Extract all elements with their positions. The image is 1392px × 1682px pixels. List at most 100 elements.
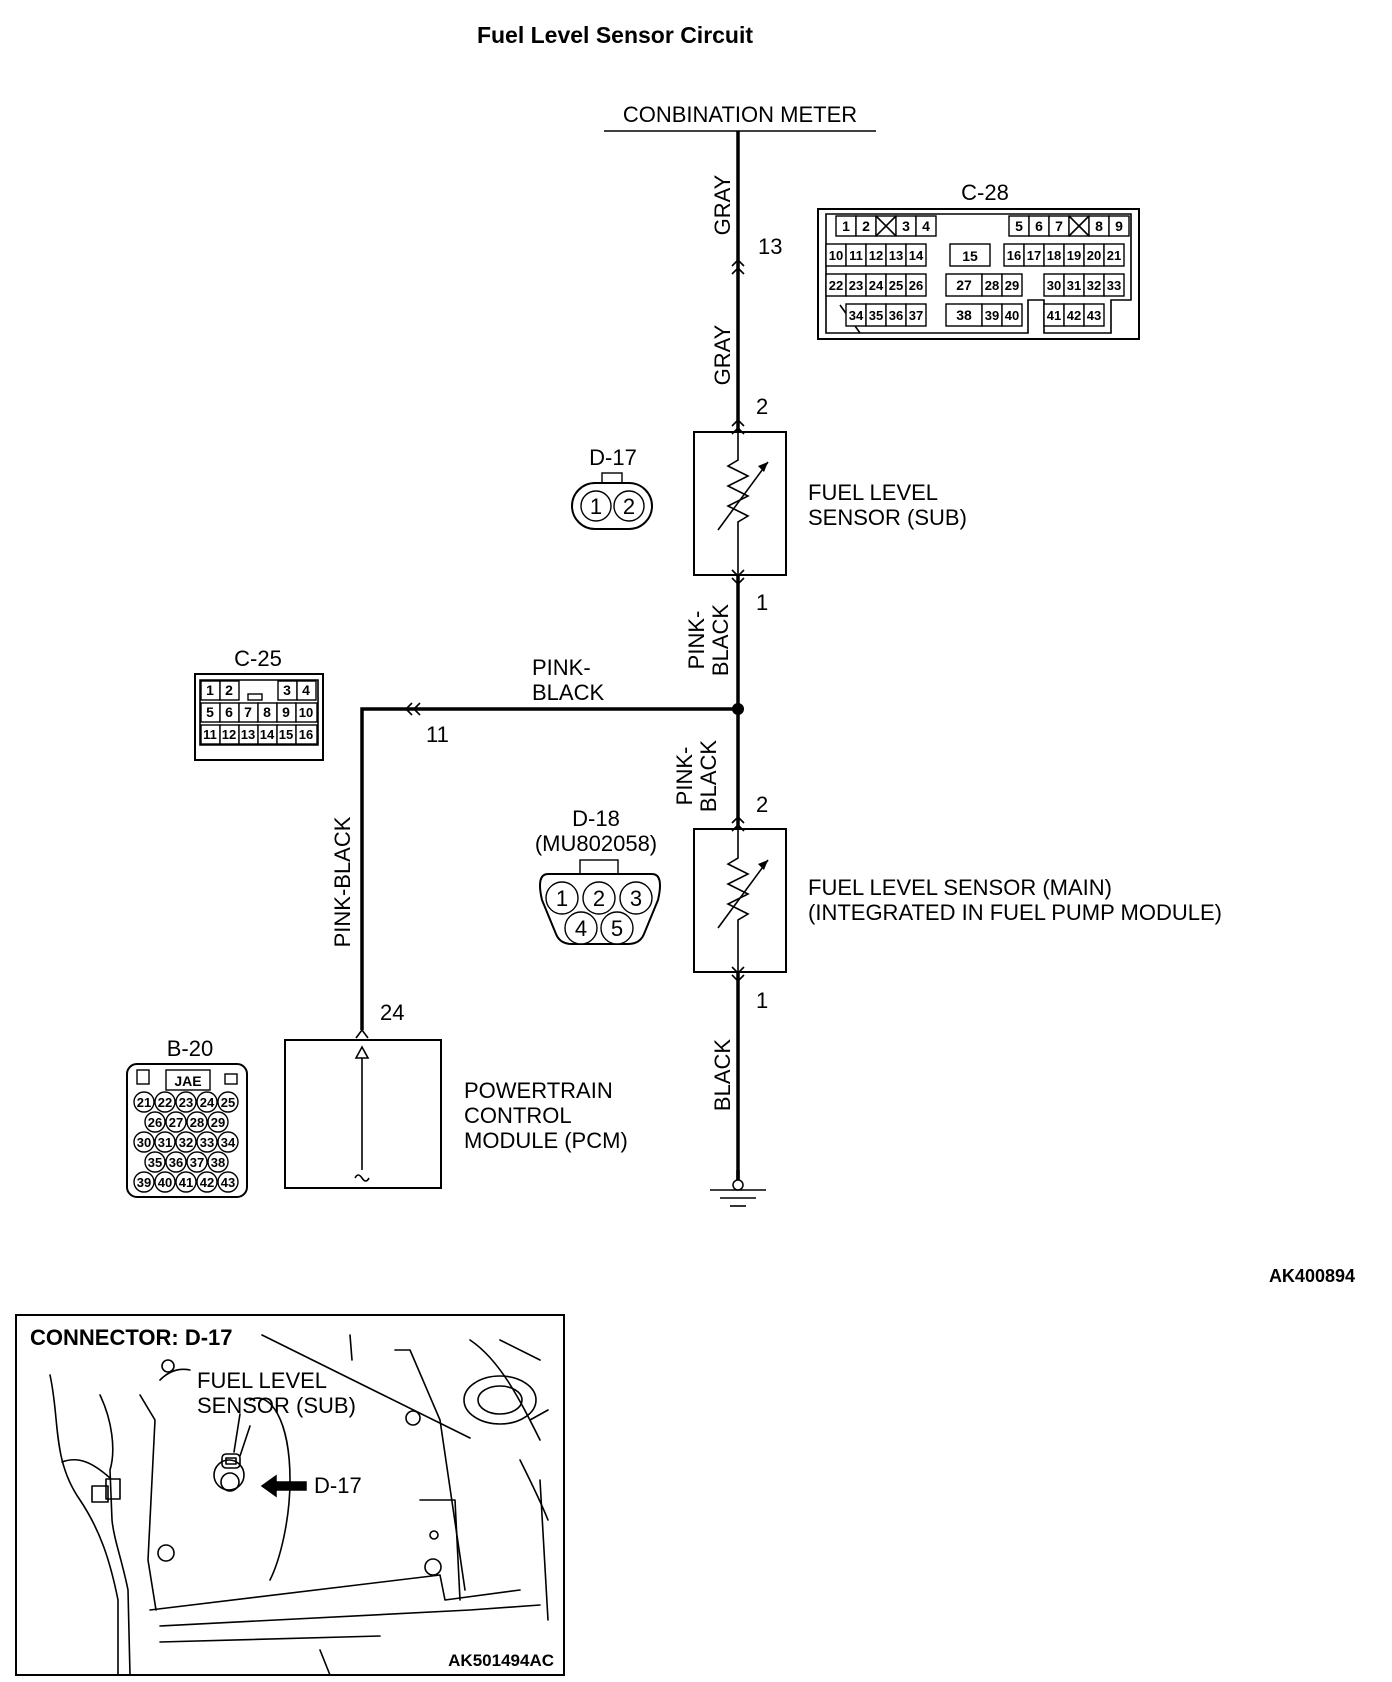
svg-text:6: 6 — [1035, 218, 1043, 234]
svg-text:41: 41 — [179, 1175, 193, 1190]
svg-text:4: 4 — [922, 218, 930, 234]
svg-text:5: 5 — [611, 916, 623, 941]
svg-text:31: 31 — [1067, 278, 1081, 293]
svg-text:30: 30 — [1047, 278, 1061, 293]
main-pin-2-label: 2 — [756, 792, 768, 817]
svg-text:14: 14 — [260, 727, 275, 742]
svg-text:33: 33 — [1107, 278, 1121, 293]
svg-text:3: 3 — [630, 886, 642, 911]
chevron-icon — [412, 702, 421, 716]
chevron-icon — [731, 966, 745, 975]
chevron-icon — [731, 974, 745, 983]
svg-text:5: 5 — [206, 704, 214, 720]
svg-text:8: 8 — [1095, 218, 1103, 234]
fuel-level-sensor-main-line2: (INTEGRATED IN FUEL PUMP MODULE) — [808, 900, 1222, 925]
svg-text:10: 10 — [299, 705, 313, 720]
resistor-icon — [726, 829, 750, 972]
chevron-icon — [731, 577, 745, 586]
connector-d18: D-18 (MU802058) 1 2 3 4 5 — [535, 806, 661, 945]
wire-label-gray-top: GRAY — [710, 174, 735, 235]
wire-label-pink-black-2b: BLACK — [696, 740, 721, 812]
svg-text:10: 10 — [829, 248, 843, 263]
svg-text:12: 12 — [222, 727, 236, 742]
svg-text:4: 4 — [302, 682, 310, 698]
svg-text:15: 15 — [962, 248, 978, 264]
svg-text:25: 25 — [889, 278, 903, 293]
svg-text:41: 41 — [1047, 308, 1061, 323]
svg-text:2: 2 — [225, 682, 233, 698]
svg-text:6: 6 — [225, 704, 233, 720]
svg-text:37: 37 — [190, 1155, 204, 1170]
svg-text:43: 43 — [221, 1175, 235, 1190]
svg-text:21: 21 — [1107, 248, 1121, 263]
wire-pink-black-branch — [360, 707, 738, 1030]
svg-text:11: 11 — [203, 727, 217, 742]
svg-text:24: 24 — [869, 278, 884, 293]
connector-d17: D-17 1 2 — [571, 445, 653, 530]
svg-text:31: 31 — [158, 1135, 172, 1150]
svg-text:27: 27 — [956, 277, 972, 293]
inset-label-line1: FUEL LEVEL — [197, 1368, 327, 1393]
svg-text:20: 20 — [1087, 248, 1101, 263]
svg-text:29: 29 — [211, 1115, 225, 1130]
svg-text:34: 34 — [221, 1135, 236, 1150]
svg-text:9: 9 — [1115, 218, 1123, 234]
svg-text:7: 7 — [1055, 218, 1063, 234]
svg-text:1: 1 — [206, 682, 214, 698]
chevron-icon — [731, 418, 745, 427]
sub-pin-2-label: 2 — [756, 394, 768, 419]
diagram-title: Fuel Level Sensor Circuit — [477, 22, 753, 48]
svg-text:2: 2 — [623, 494, 635, 519]
variable-arrow-icon — [717, 859, 769, 929]
svg-text:1: 1 — [842, 218, 850, 234]
svg-text:12: 12 — [869, 248, 883, 263]
svg-text:28: 28 — [985, 278, 999, 293]
svg-text:8: 8 — [263, 704, 271, 720]
wire-label-pink-black-horiz-a: PINK- — [532, 655, 591, 680]
wire-label-black: BLACK — [710, 1039, 735, 1111]
svg-text:11: 11 — [849, 248, 863, 263]
combination-meter-label: CONBINATION METER — [623, 102, 857, 127]
connector-d18-name: D-18 — [572, 806, 620, 831]
svg-text:42: 42 — [1067, 308, 1081, 323]
svg-text:21: 21 — [137, 1095, 151, 1110]
pin-24-label: 24 — [380, 1000, 404, 1025]
inset-title: CONNECTOR: D-17 — [30, 1325, 233, 1350]
pin-11-label: 11 — [426, 722, 449, 747]
svg-text:38: 38 — [956, 307, 972, 323]
svg-text:1: 1 — [556, 886, 568, 911]
connector-c28: C-28 1 2 3 4 5 6 7 8 9 10 11 12 13 14 15… — [817, 180, 1140, 340]
chevron-icon — [355, 1028, 369, 1039]
svg-text:35: 35 — [148, 1155, 162, 1170]
svg-text:36: 36 — [889, 308, 903, 323]
pcm-ground-tilde-icon — [354, 1174, 370, 1182]
svg-text:35: 35 — [869, 308, 883, 323]
svg-text:4: 4 — [575, 916, 587, 941]
svg-text:2: 2 — [593, 886, 605, 911]
connector-c25: C-25 1 2 3 4 5 6 7 8 9 10 11 12 13 14 15… — [194, 646, 324, 761]
fuel-level-sensor-main-box — [693, 828, 787, 973]
wire-label-pink-black-horiz-b: BLACK — [532, 680, 604, 705]
arrowhead-icon — [758, 860, 768, 870]
svg-text:16: 16 — [1007, 248, 1021, 263]
resistor-icon — [726, 432, 750, 575]
variable-arrow-icon — [717, 461, 769, 531]
svg-text:19: 19 — [1067, 248, 1081, 263]
svg-text:34: 34 — [849, 308, 864, 323]
svg-text:28: 28 — [190, 1115, 204, 1130]
fuel-level-sensor-sub-box — [693, 431, 787, 576]
svg-text:39: 39 — [985, 308, 999, 323]
chevron-icon — [731, 569, 745, 578]
chevron-icon — [731, 815, 745, 824]
svg-text:7: 7 — [244, 704, 252, 720]
connector-b20-name: B-20 — [167, 1036, 213, 1061]
svg-text:1: 1 — [590, 494, 602, 519]
chevron-icon — [731, 258, 745, 267]
svg-text:18: 18 — [1047, 248, 1061, 263]
svg-text:16: 16 — [299, 727, 313, 742]
pcm-label-line2: CONTROL — [464, 1103, 572, 1128]
svg-text:14: 14 — [909, 248, 924, 263]
svg-text:9: 9 — [282, 704, 290, 720]
document-code-top: AK400894 — [1269, 1266, 1355, 1286]
